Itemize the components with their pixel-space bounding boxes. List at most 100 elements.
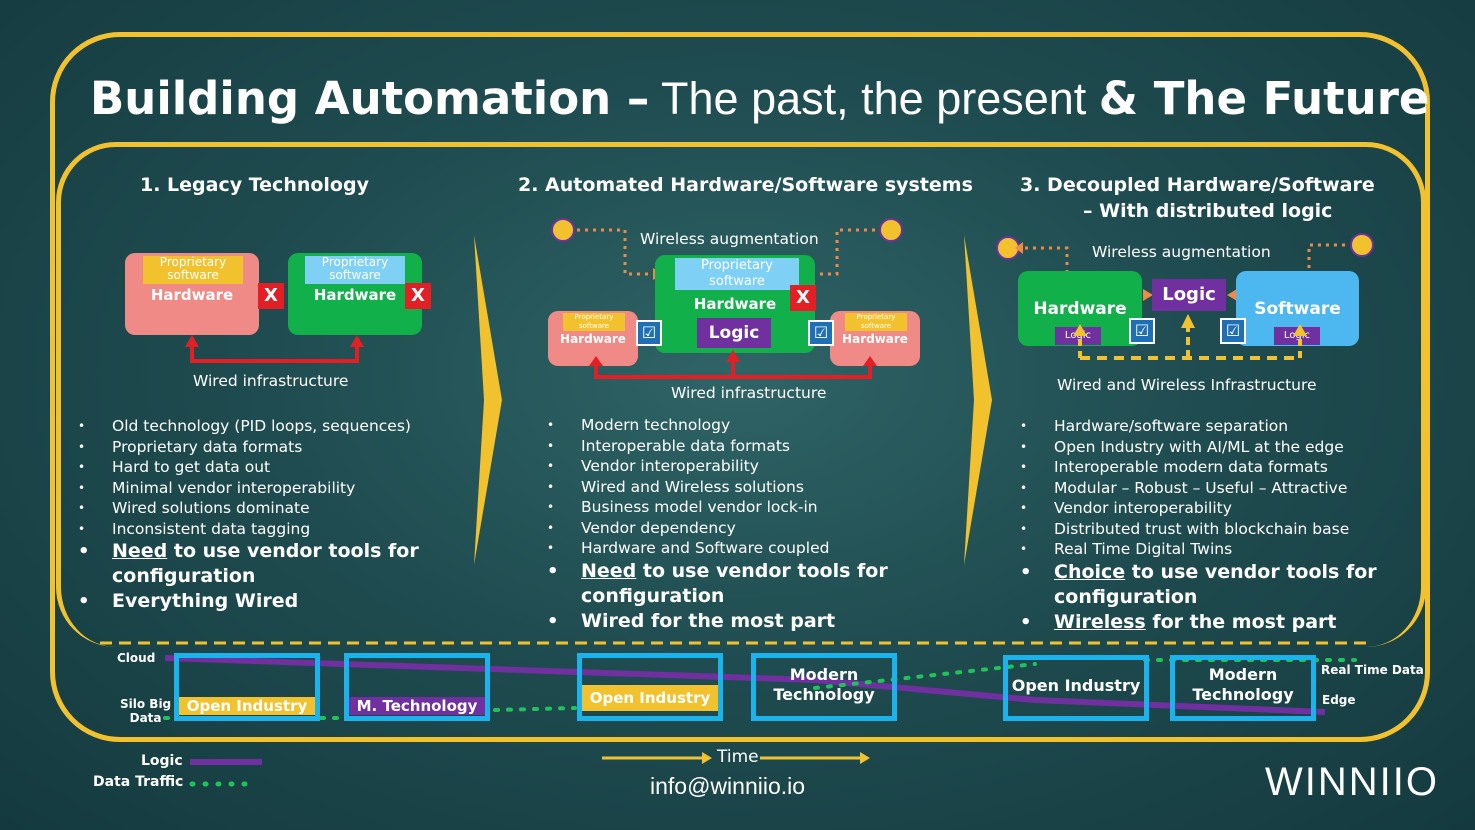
s1-bullet-list: Old technology (PID loops, sequences) Pr… <box>78 416 419 614</box>
s2-x-mark: X <box>790 285 816 311</box>
bullet-line2: configuration <box>1054 585 1198 608</box>
list-item: Need to use vendor tools for configuratio… <box>78 539 419 589</box>
tl-open-industry-1: Open Industry <box>179 697 315 715</box>
tl-box-1 <box>174 653 320 721</box>
section-1-heading: 1. Legacy Technology <box>140 174 369 196</box>
list-item: Wired for the most part <box>547 609 888 634</box>
legend-data-traffic-label: Data Traffic <box>93 774 184 790</box>
bullet-line2: configuration <box>112 565 256 587</box>
tl-box-2 <box>344 653 490 721</box>
email-link[interactable]: info@winniio.io <box>650 773 806 799</box>
list-item: Vendor interoperability <box>547 456 888 477</box>
s2-check-right-icon: ☑ <box>808 320 834 346</box>
s3-check-left-icon: ☑ <box>1129 318 1155 344</box>
s2-bullet-list: Modern technology Interoperable data for… <box>547 415 888 634</box>
tl-box-3 <box>577 653 723 721</box>
list-item: Real Time Digital Twins <box>1020 539 1377 560</box>
s1-proprietary-2: Proprietary software <box>305 256 405 284</box>
modern-line2: Technology <box>773 685 875 704</box>
list-item: Hard to get data out <box>78 457 419 478</box>
list-item: Distributed trust with blockchain base <box>1020 519 1377 540</box>
s2-check-left-icon: ☑ <box>636 320 662 346</box>
tl-open-industry-2: Open Industry <box>582 685 718 711</box>
list-item: Inconsistent data tagging <box>78 519 419 540</box>
modern-line1: Modern <box>1208 665 1278 684</box>
s3-check-right-icon: ☑ <box>1220 318 1246 344</box>
title-bold: Building Automation – <box>90 72 650 125</box>
section-3-heading: 3. Decoupled Hardware/Software <box>1020 174 1375 196</box>
silo-line2: Data <box>129 711 162 725</box>
s1-hw-label-1: Hardware <box>150 286 234 304</box>
section-3-subheading: – With distributed logic <box>1083 200 1333 222</box>
list-item: Wireless for the most part <box>1020 610 1377 635</box>
bullet-line2: configuration <box>581 584 725 607</box>
tl-box-6 <box>1170 655 1316 721</box>
underlined-word: Need <box>112 540 168 562</box>
time-arrow <box>602 752 870 764</box>
list-item: Wired and Wireless solutions <box>547 477 888 498</box>
s1-hw-label-2: Hardware <box>313 286 397 304</box>
legend-logic-swatch <box>190 759 262 765</box>
tl-real-time-label: Real Time Data <box>1321 663 1424 677</box>
modern-line1: Modern <box>789 665 859 684</box>
chevron-separator-2 <box>964 235 992 565</box>
s2-wired-label: Wired infrastructure <box>671 384 827 402</box>
brand-logo: WINNIIO <box>1265 760 1439 804</box>
title-light: The past, the present <box>649 73 1099 124</box>
s3-infra-label: Wired and Wireless Infrastructure <box>1057 376 1317 394</box>
section-2-heading: 2. Automated Hardware/Software systems <box>518 174 973 196</box>
silo-line1: Silo Big <box>120 697 172 711</box>
s1-proprietary-1: Proprietary software <box>143 256 243 284</box>
list-item: Hardware/software separation <box>1020 416 1377 437</box>
inner-frame <box>56 142 1426 647</box>
tl-edge-label: Edge <box>1322 693 1356 707</box>
legend-data-traffic-swatch <box>189 781 257 787</box>
underlined-word: Need <box>581 559 637 582</box>
legend-logic-label: Logic <box>141 753 183 769</box>
outer-frame <box>50 32 1430 742</box>
s2-side-hw-right: Hardware <box>842 332 908 346</box>
list-item: Vendor interoperability <box>1020 498 1377 519</box>
chevron-separator-1 <box>474 235 502 565</box>
bullet-rest: for the most part <box>1145 610 1337 633</box>
s2-logic-box: Logic <box>697 318 771 348</box>
list-item: Wired solutions dominate <box>78 498 419 519</box>
s2-wireless-label: Wireless augmentation <box>640 230 819 248</box>
list-item: Open Industry with AI/ML at the edge <box>1020 437 1377 458</box>
s1-wired-arrow <box>185 335 364 363</box>
s2-hw-label: Hardware <box>693 295 777 313</box>
tl-box-4 <box>751 653 897 721</box>
time-label: Time <box>717 747 759 767</box>
tl-m-technology: M. Technology <box>349 697 485 715</box>
title-bold-end: & The Future <box>1098 72 1430 125</box>
tl-cloud-label: Cloud <box>117 651 156 665</box>
s2-side-proprietary-right: Proprietary software <box>845 313 907 331</box>
list-item: Interoperable modern data formats <box>1020 457 1377 478</box>
tl-box-5 <box>1003 655 1149 721</box>
s2-side-proprietary-left: Proprietary software <box>563 313 625 331</box>
underlined-word: Choice <box>1054 560 1126 583</box>
list-item: Business model vendor lock-in <box>547 497 888 518</box>
list-item: Interoperable data formats <box>547 436 888 457</box>
s1-x-mark-2: X <box>405 283 431 309</box>
bullet-rest: to use vendor tools for <box>1125 560 1377 583</box>
list-item: Modern technology <box>547 415 888 436</box>
bullet-rest: to use vendor tools for <box>636 559 888 582</box>
list-item: Vendor dependency <box>547 518 888 539</box>
s3-wireless-label: Wireless augmentation <box>1092 243 1271 261</box>
list-item: Old technology (PID loops, sequences) <box>78 416 419 437</box>
tl-open-industry-3: Open Industry <box>1011 676 1141 695</box>
s3-hardware-label: Hardware <box>1033 299 1127 319</box>
modern-line2: Technology <box>1192 685 1294 704</box>
s3-software-label: Software <box>1254 299 1341 319</box>
underlined-word: Wireless <box>1054 610 1146 633</box>
bullet-rest: to use vendor tools for <box>167 540 419 562</box>
s2-proprietary: Proprietary software <box>675 258 799 290</box>
s1-wired-label: Wired infrastructure <box>193 372 349 390</box>
list-item: Minimal vendor interoperability <box>78 478 419 499</box>
list-item: Choice to use vendor tools forconfigurat… <box>1020 560 1377 610</box>
list-item: Need to use vendor tools forconfiguratio… <box>547 559 888 609</box>
